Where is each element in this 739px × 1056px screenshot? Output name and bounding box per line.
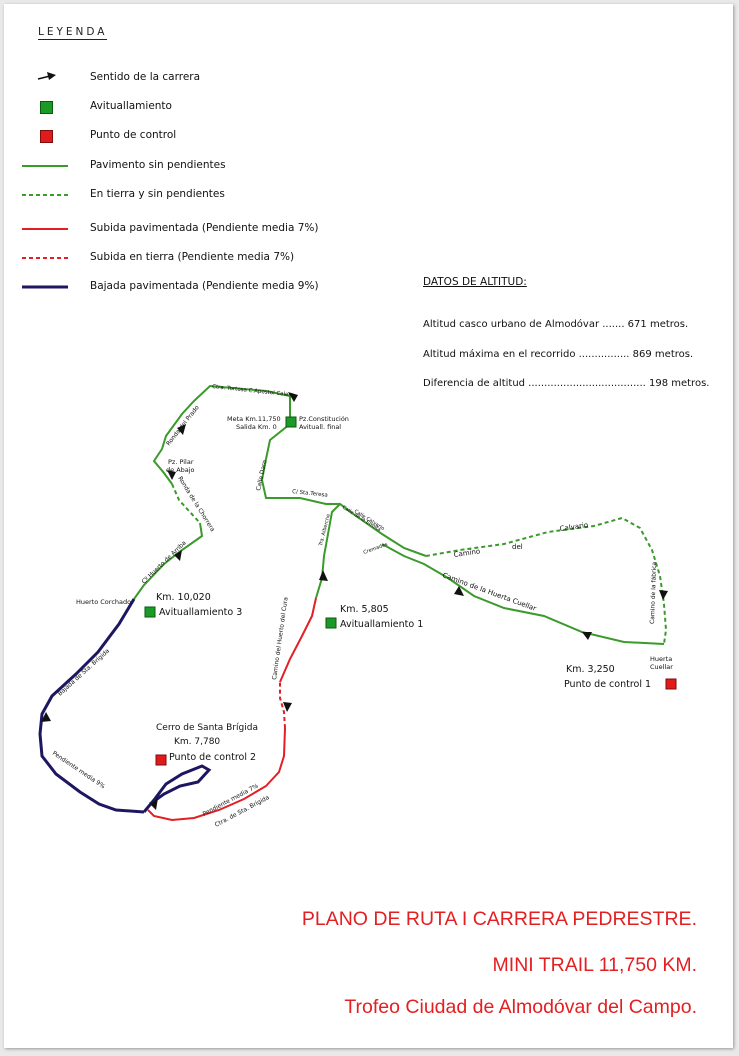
place-label: Avituall. final [299, 423, 341, 431]
altitude-row: Diferencia de altitud ..................… [423, 378, 710, 389]
route-paved-north [152, 384, 291, 485]
arrow-icon [283, 702, 292, 712]
altitude-title: DATOS DE ALTITUD: [423, 276, 527, 288]
arrow-icon [41, 712, 51, 722]
street-label: Tra. Alberche [318, 513, 332, 547]
red-square-icon [40, 130, 53, 143]
place-label: Pz.Constitución [299, 415, 349, 423]
navy-solid-line [22, 285, 68, 289]
green-square-icon [325, 617, 337, 629]
red-dashed-line [22, 257, 68, 259]
street-label: Calvario [559, 521, 589, 533]
street-label: Pendiente media 9% [51, 750, 107, 791]
red-solid-line [22, 228, 68, 230]
route-climb-paved [147, 727, 286, 822]
street-label: Calle Daro [255, 459, 268, 491]
place-label: Km. 10,020 [156, 592, 211, 603]
place-label: Huerta [650, 655, 672, 663]
arrow-icon [582, 632, 592, 640]
arrow-icon [659, 590, 668, 600]
place-label: Meta Km.11,750 [227, 415, 281, 423]
place-label: Avituallamiento 3 [159, 607, 242, 618]
arrow-icon [150, 798, 158, 810]
route-paved-sta-teresa [260, 410, 340, 505]
legend-label: Sentido de la carrera [90, 71, 201, 83]
arrow-icon [177, 424, 186, 435]
arrow-icon [454, 586, 464, 596]
place-label: Huerto Corchado [76, 598, 131, 606]
route-descent [38, 598, 145, 814]
route-map: Ctra. Tortosa C.Apostol Calera Ronda del… [38, 384, 677, 829]
red-square-icon [665, 678, 677, 690]
street-label: Cremades [363, 541, 389, 555]
street-label: Camino [453, 547, 481, 559]
place-label: Punto de control 1 [564, 679, 651, 690]
arrow-icon [37, 72, 56, 80]
legend-label: Pavimento sin pendientes [90, 159, 226, 171]
legend-label: Avituallamiento [90, 100, 172, 112]
green-solid-line [22, 165, 68, 167]
green-square-icon [144, 606, 156, 618]
street-label: Cº Huerto de Arriba [141, 539, 188, 585]
place-label: Km. 7,780 [174, 737, 220, 747]
map-sheet: LEYENDA Sentido de la carrera Avituallam… [4, 4, 733, 1048]
place-label: Avituallamiento 1 [340, 619, 423, 630]
street-label: Ctra. Tortosa C.Apostol Calera [212, 384, 294, 399]
place-label: Cuellar [650, 663, 673, 671]
green-square-icon [40, 101, 53, 114]
place-label: Km. 3,250 [566, 664, 615, 675]
green-dashed-line [22, 194, 68, 196]
legend-label: Bajada pavimentada (Pendiente media 9%) [90, 280, 319, 292]
street-label: C/ Sta.Teresa [292, 489, 328, 499]
altitude-row: Altitud casco urbano de Almodóvar ......… [423, 319, 689, 330]
legend-label: Subida en tierra (Pendiente media 7%) [90, 251, 295, 263]
route-dirt-calvario [425, 516, 668, 645]
route-paved-huerto-arriba [133, 522, 204, 600]
arrow-icon [319, 570, 328, 581]
arrow-icon [288, 392, 298, 402]
altitude-row: Altitud máxima en el recorrido .........… [423, 349, 694, 360]
place-label: Km. 5,805 [340, 604, 389, 615]
street-label: Camino de la fábrica [649, 561, 658, 624]
place-label: Punto de control 2 [169, 752, 256, 763]
street-label: del [512, 543, 523, 551]
place-label: de Abajo [166, 466, 195, 474]
route-climb-paved-2 [279, 597, 317, 683]
map-title-line-2: MINI TRAIL 11,750 KM. [492, 954, 697, 976]
place-label: Cerro de Santa Brígida [156, 723, 258, 733]
route-dirt-chorrera [171, 483, 201, 524]
map-title-line-3: Trofeo Ciudad de Almodóvar del Campo. [344, 996, 697, 1018]
legend-label: En tierra y sin pendientes [90, 188, 225, 200]
arrow-icon [174, 550, 182, 561]
legend-label: Subida pavimentada (Pendiente media 7%) [90, 222, 319, 234]
green-square-icon [285, 416, 297, 428]
street-label: Ronda del Prado [165, 404, 201, 447]
route-descent-cerro [142, 764, 212, 813]
place-label: Salida Km. 0 [236, 423, 277, 431]
street-label: Calle Calvario [353, 509, 385, 532]
place-label: Pz. Pilar [168, 458, 194, 466]
street-label: Bajada de Sta. Brígida [57, 647, 112, 697]
route-paved-cuellar [381, 543, 665, 645]
arrow-icon [167, 470, 176, 480]
map-title-line-1: PLANO DE RUTA I CARRERA PEDRESTRE. [301, 908, 697, 930]
route-paved-town [315, 502, 427, 599]
legend-label: Punto de control [90, 129, 177, 141]
legend-title: LEYENDA [38, 26, 108, 40]
red-square-icon [155, 754, 167, 766]
route-climb-dirt [279, 682, 286, 729]
